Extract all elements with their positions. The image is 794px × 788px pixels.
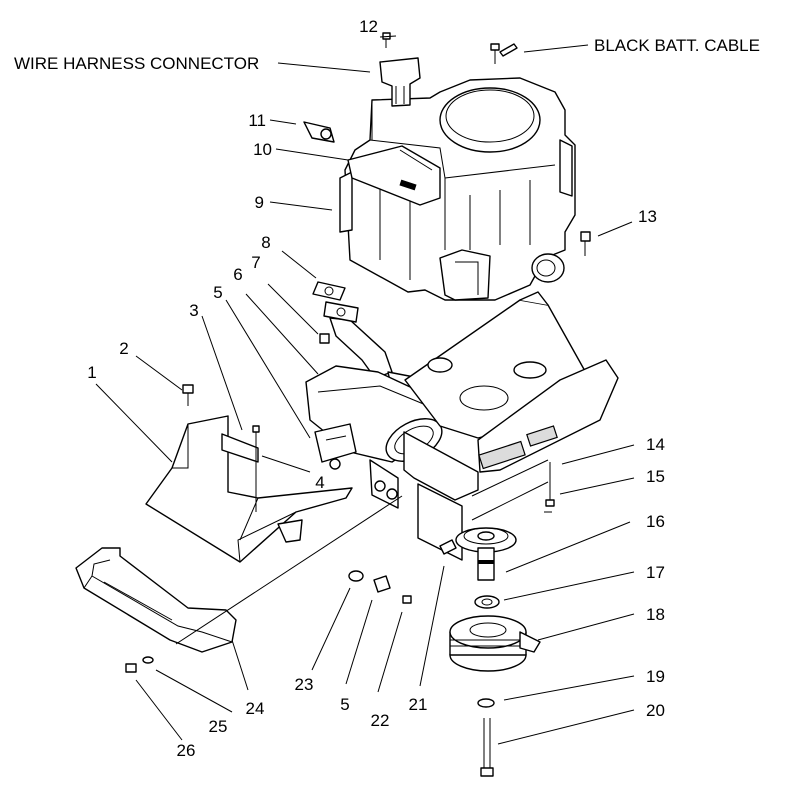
leader-lines [95,35,635,745]
bolts-14-15 [544,462,555,513]
callout-13: 13 [638,207,657,226]
deflector-shield-1 [145,415,353,563]
callout-8: 8 [261,233,270,252]
callout-17: 17 [646,563,665,582]
clutch-18 [449,615,541,672]
muffler-bracket [314,423,357,470]
bolt-20 [480,718,494,777]
gaskets-8 [312,281,359,323]
callout-24: 24 [246,699,265,718]
callout-11: 11 [248,111,266,130]
nut-13 [580,231,591,256]
callout-labels: WIRE HARNESS CONNECTOR BLACK BATT. CABLE… [14,17,760,760]
callout-3: 3 [189,301,198,320]
callout-7: 7 [251,253,260,272]
control-panel [347,145,441,206]
bearing-17 [474,595,500,609]
washer-nut-23-5-22 [348,570,412,604]
callout-26: 26 [177,741,196,760]
wire-harness-connector-label: WIRE HARNESS CONNECTOR [14,54,259,73]
callout-9: 9 [255,193,264,212]
bracket-3 [221,433,259,463]
washer-19 [477,698,495,708]
bolt-12 [382,32,391,48]
callout-20: 20 [646,701,665,720]
callout-16: 16 [646,512,665,531]
callout-12: 12 [359,17,378,36]
callout-14: 14 [646,435,665,454]
callout-22: 22 [371,711,390,730]
bolt-21 [439,539,457,555]
shield-bracket [277,519,303,543]
switch-11 [303,121,335,143]
footrest-24 [75,547,237,653]
callout-2: 2 [119,339,128,358]
engine [339,77,576,301]
callout-21: 21 [409,695,428,714]
black-batt-cable-label: BLACK BATT. CABLE [594,36,760,55]
bolt-2 [182,384,194,406]
callout-4: 4 [315,473,324,492]
callout-18: 18 [646,605,665,624]
callout-5-bottom: 5 [340,695,349,714]
callout-23: 23 [295,675,314,694]
callout-5-top: 5 [213,283,222,302]
callout-15: 15 [646,467,665,486]
callout-19: 19 [646,667,665,686]
frame [369,291,619,561]
battery-cable-bolt [490,43,518,64]
stud-4 [252,425,260,512]
hardware-25-26 [125,656,154,673]
pulley-16 [455,527,517,581]
callout-6: 6 [233,265,242,284]
wire-harness-connector [379,57,421,107]
callout-1: 1 [87,363,96,382]
nut-7 [319,333,330,344]
callout-10: 10 [253,140,272,159]
callout-25: 25 [209,717,228,736]
